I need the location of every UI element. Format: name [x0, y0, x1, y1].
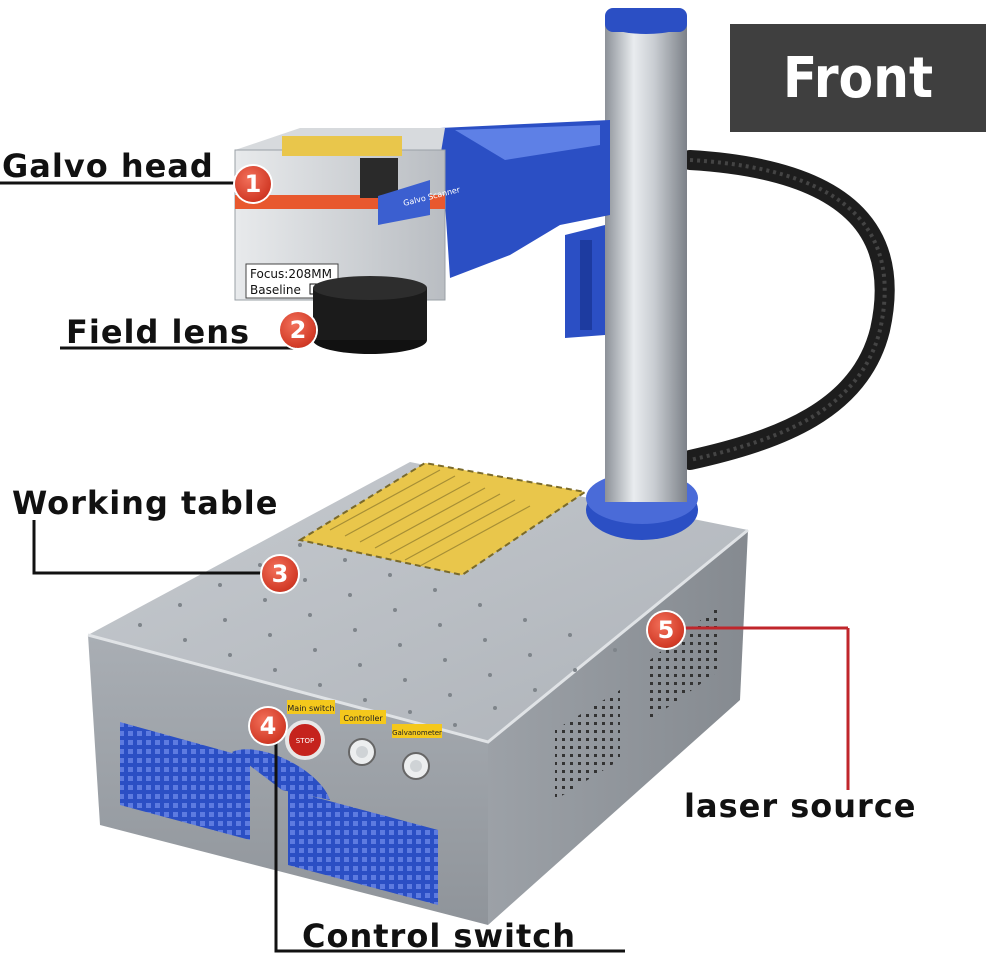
galvanometer-label-plate	[392, 724, 442, 738]
front-vent-left	[120, 722, 250, 840]
emergency-stop-button	[285, 720, 325, 760]
front-vent-right	[288, 790, 438, 905]
baseline-label: Baseline	[250, 283, 301, 297]
side-vent	[555, 690, 620, 800]
callout-number-4: 4	[250, 708, 286, 744]
front-badge: Front	[730, 24, 986, 132]
focus-label: Focus:208MM	[250, 267, 332, 281]
callout-label-control-switch: Control switch	[302, 917, 577, 955]
main-switch-label: Main switch	[287, 704, 334, 713]
callout-label-field-lens: Field lens	[66, 313, 251, 351]
working-table-top	[88, 462, 748, 742]
table-holes	[138, 543, 617, 727]
blue-arm	[440, 120, 610, 278]
emergency-stop-label: STOP	[296, 737, 314, 745]
main-switch-label-plate	[287, 700, 335, 714]
callout-number-1: 1	[235, 166, 271, 202]
callout-number-3: 3	[262, 556, 298, 592]
warning-plate	[297, 461, 588, 577]
callout-number-2: 2	[280, 312, 316, 348]
controller-label: Controller	[343, 714, 383, 723]
callout-label-galvo-head: Galvo head	[2, 147, 214, 185]
callout-number-5: 5	[648, 612, 684, 648]
callout-label-laser-source: laser source	[684, 787, 917, 825]
galvanometer-label: Galvanometer	[392, 729, 442, 737]
column-pillar	[605, 22, 687, 502]
fiber-cable	[680, 150, 895, 470]
callout-label-working-table: Working table	[12, 484, 279, 522]
controller-label-plate	[340, 710, 386, 724]
